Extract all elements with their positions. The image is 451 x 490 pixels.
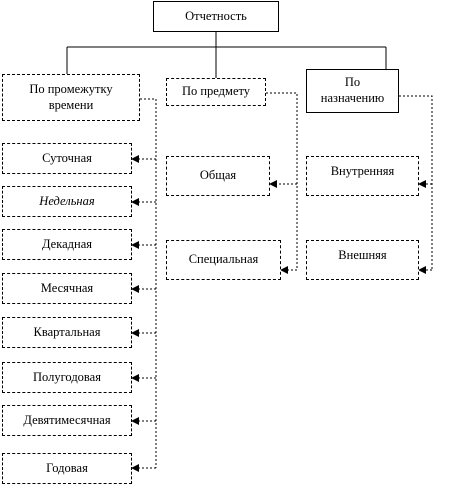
- time-item-label: Суточная: [42, 150, 92, 165]
- purpose-item-label: Внутренняя: [330, 164, 395, 178]
- subject-item-label: Общая: [199, 168, 237, 183]
- category-purpose-box: По назначению: [306, 69, 399, 113]
- time-bus-line: [140, 98, 157, 468]
- time-item-label: Полугодовая: [33, 369, 101, 384]
- time-item-nine-month: Девятимесячная: [2, 405, 132, 436]
- purpose-bus-line: [399, 95, 433, 270]
- purpose-item-external: Внешняя: [306, 240, 419, 280]
- category-time-label: По промежутку времени: [29, 81, 113, 112]
- time-item-label: Годовая: [46, 460, 88, 475]
- subject-item-label: Специальная: [188, 252, 259, 267]
- category-purpose-label: По назначению: [320, 75, 385, 105]
- time-item-label: Месячная: [40, 280, 94, 295]
- subject-item-special: Специальная: [166, 240, 281, 280]
- category-subject-label: По предмету: [181, 84, 251, 99]
- category-subject-box: По предмету: [166, 78, 266, 106]
- time-item-quarterly: Квартальная: [2, 317, 132, 348]
- time-item-decade: Декадная: [2, 229, 132, 260]
- subject-item-general: Общая: [166, 156, 270, 196]
- time-item-label: Недельная: [39, 193, 95, 208]
- time-item-label: Девятимесячная: [23, 412, 111, 427]
- time-item-weekly: Недельная: [2, 186, 132, 217]
- root-box: Отчетность: [153, 1, 279, 32]
- time-item-monthly: Месячная: [2, 273, 132, 304]
- purpose-item-internal: Внутренняя: [306, 156, 419, 196]
- subject-bus-line: [266, 92, 298, 270]
- time-item-label: Декадная: [41, 236, 92, 251]
- time-item-label: Квартальная: [33, 324, 101, 339]
- time-item-annual: Годовая: [2, 453, 132, 484]
- root-connector: [66, 32, 387, 78]
- purpose-item-label: Внешняя: [338, 248, 387, 262]
- time-item-half-year: Полугодовая: [2, 362, 132, 393]
- time-item-daily: Суточная: [2, 143, 132, 174]
- root-label: Отчетность: [185, 8, 247, 23]
- category-time-box: По промежутку времени: [2, 74, 140, 121]
